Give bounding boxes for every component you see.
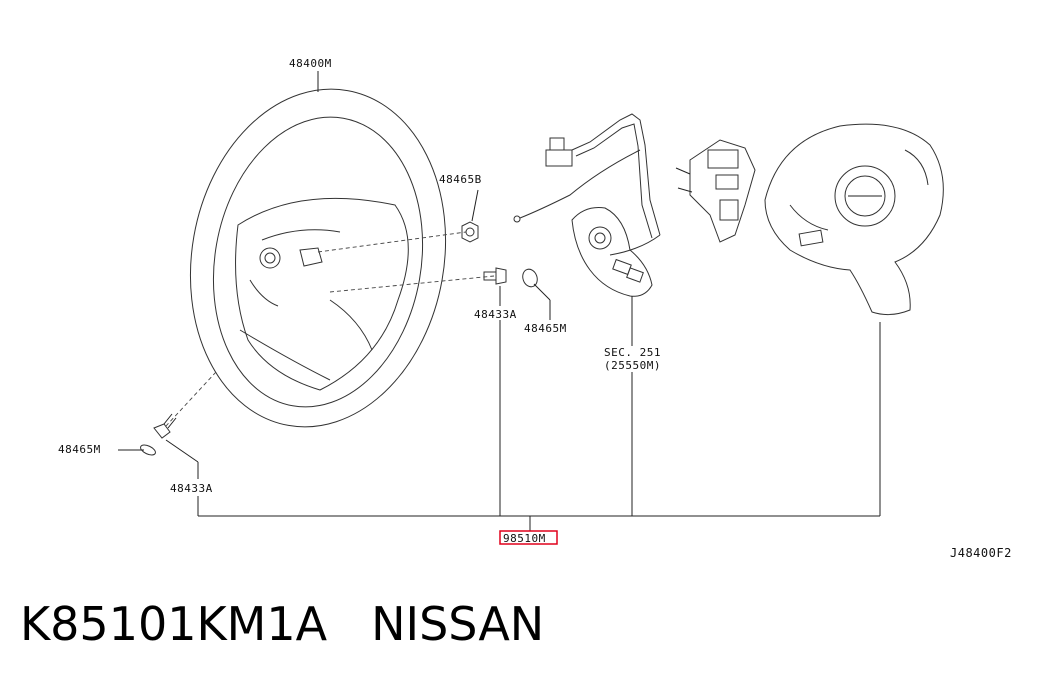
airbag-module-drawing <box>764 123 944 316</box>
callout-bolt-left: 48433A <box>170 482 213 495</box>
steering-wheel-drawing <box>165 88 495 428</box>
brand-name: NISSAN <box>371 597 545 651</box>
left-fasteners-drawing <box>140 413 177 456</box>
nut-48465b-drawing <box>461 189 479 243</box>
switch-25550m-drawing <box>571 207 653 297</box>
leader-lines <box>118 71 881 531</box>
switch-cluster-drawing <box>675 139 756 243</box>
callout-cap-center: 48465M <box>524 322 567 335</box>
callout-steering-wheel: 48400M <box>289 57 332 70</box>
callout-cap-left: 48465M <box>58 443 101 456</box>
part-number: K85101KM1A <box>20 597 328 651</box>
callout-section-ref-2: (25550M) <box>604 359 661 372</box>
highlight-box <box>499 530 558 545</box>
drawing-code: J48400F2 <box>950 546 1012 560</box>
footer-title: K85101KM1A NISSAN <box>20 597 544 651</box>
callout-nut-upper: 48465B <box>439 173 482 186</box>
callout-section-ref-1: SEC. 251 <box>604 346 661 359</box>
harness-drawing <box>513 113 661 256</box>
callout-bolt-center: 48433A <box>474 308 517 321</box>
callout-airbag-module[interactable]: 98510M <box>503 532 546 545</box>
cap-center-drawing <box>522 268 551 320</box>
bolt-center-drawing <box>483 267 507 306</box>
